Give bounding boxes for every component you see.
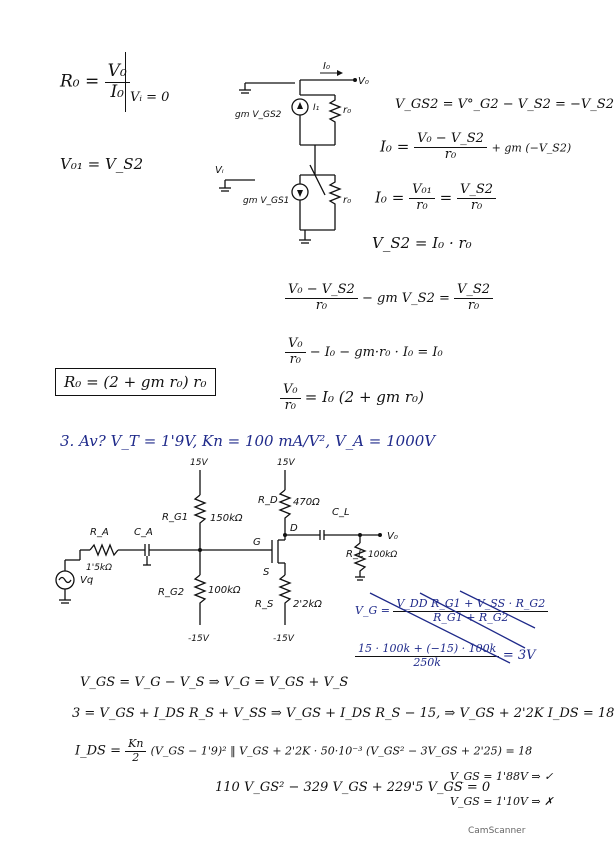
gm-vgs2-label: gm V_GS2 bbox=[235, 110, 282, 120]
vdd-right-label: 15V bbox=[277, 458, 295, 468]
cl-label: C_L bbox=[332, 507, 350, 518]
evaluation-bar bbox=[125, 52, 126, 112]
cascode-small-signal-circuit: I₀ V₀ I₁ r₀ gm V_GS2 Vᵢ gm V_GS1 r₀ bbox=[215, 61, 369, 244]
vi-label: Vᵢ bbox=[215, 165, 224, 176]
quadratic-equation: 110 V_GS² − 329 V_GS + 229'5 V_GS = 0 bbox=[215, 780, 491, 795]
ro-result-box: R₀ = (2 + gm r₀) r₀ bbox=[55, 368, 216, 396]
rs-value: 2'2kΩ bbox=[293, 599, 322, 610]
vss-left-label: -15V bbox=[188, 634, 210, 644]
vq-label: Vq bbox=[80, 575, 93, 586]
camscanner-watermark: CamScanner bbox=[468, 826, 526, 836]
vgs-equation: V_GS = V_G − V_S ⇒ V_G = V_GS + V_S bbox=[80, 675, 349, 690]
rl-label: R_L bbox=[346, 549, 364, 560]
io-label: I₀ bbox=[323, 61, 330, 72]
rg1-label: R_G1 bbox=[162, 512, 188, 523]
ra-label: R_A bbox=[90, 527, 109, 538]
rd-label: R_D bbox=[258, 495, 278, 506]
rl-value: 100kΩ bbox=[368, 550, 397, 560]
vss-right-label: -15V bbox=[273, 634, 295, 644]
drain-label: D bbox=[290, 523, 298, 534]
rg1-value: 150kΩ bbox=[210, 513, 243, 524]
i1-label: I₁ bbox=[313, 103, 320, 113]
solution-2: V_GS = 1'10V ⇒ ✗ bbox=[450, 795, 554, 808]
ro-bottom-label: r₀ bbox=[343, 195, 351, 206]
eq-vs2: V_S2 = I₀ · r₀ bbox=[372, 234, 472, 252]
rg2-label: R_G2 bbox=[158, 587, 184, 598]
vdd-left-label: 15V bbox=[190, 458, 208, 468]
vo-output-label: V₀ bbox=[387, 531, 398, 542]
amplifier-schematic: 15V 15V R_G1 150kΩ R_D 470Ω C_L V₀ R_L 1… bbox=[55, 458, 398, 644]
gm-vgs1-label: gm V_GS1 bbox=[243, 196, 289, 206]
rs-label: R_S bbox=[255, 599, 274, 610]
strike-through-marks bbox=[369, 590, 536, 664]
solution-1: V_GS = 1'88V ⇒ ✓ bbox=[450, 770, 554, 783]
eq-vgs2: V_GS2 = V°_G2 − V_S2 = −V_S2 bbox=[395, 97, 614, 112]
ca-label: C_A bbox=[134, 527, 153, 538]
vo-node-label: V₀ bbox=[358, 76, 369, 87]
source-label: S bbox=[263, 567, 270, 578]
loop-equation: 3 = V_GS + I_DS R_S + V_SS ⇒ V_GS + I_DS… bbox=[72, 706, 614, 721]
rg2-value: 100kΩ bbox=[208, 585, 241, 596]
gate-label: G bbox=[253, 537, 261, 548]
ro-condition: Vᵢ = 0 bbox=[130, 90, 170, 105]
ro-top-label: r₀ bbox=[343, 105, 351, 116]
rd-value: 470Ω bbox=[293, 497, 320, 508]
problem-3-header: 3. Av? V_T = 1'9V, Kn = 100 mA/V², V_A =… bbox=[60, 432, 436, 450]
ra-value: 1'5kΩ bbox=[86, 563, 112, 573]
vo1-equation: V₀₁ = V_S2 bbox=[60, 155, 144, 173]
